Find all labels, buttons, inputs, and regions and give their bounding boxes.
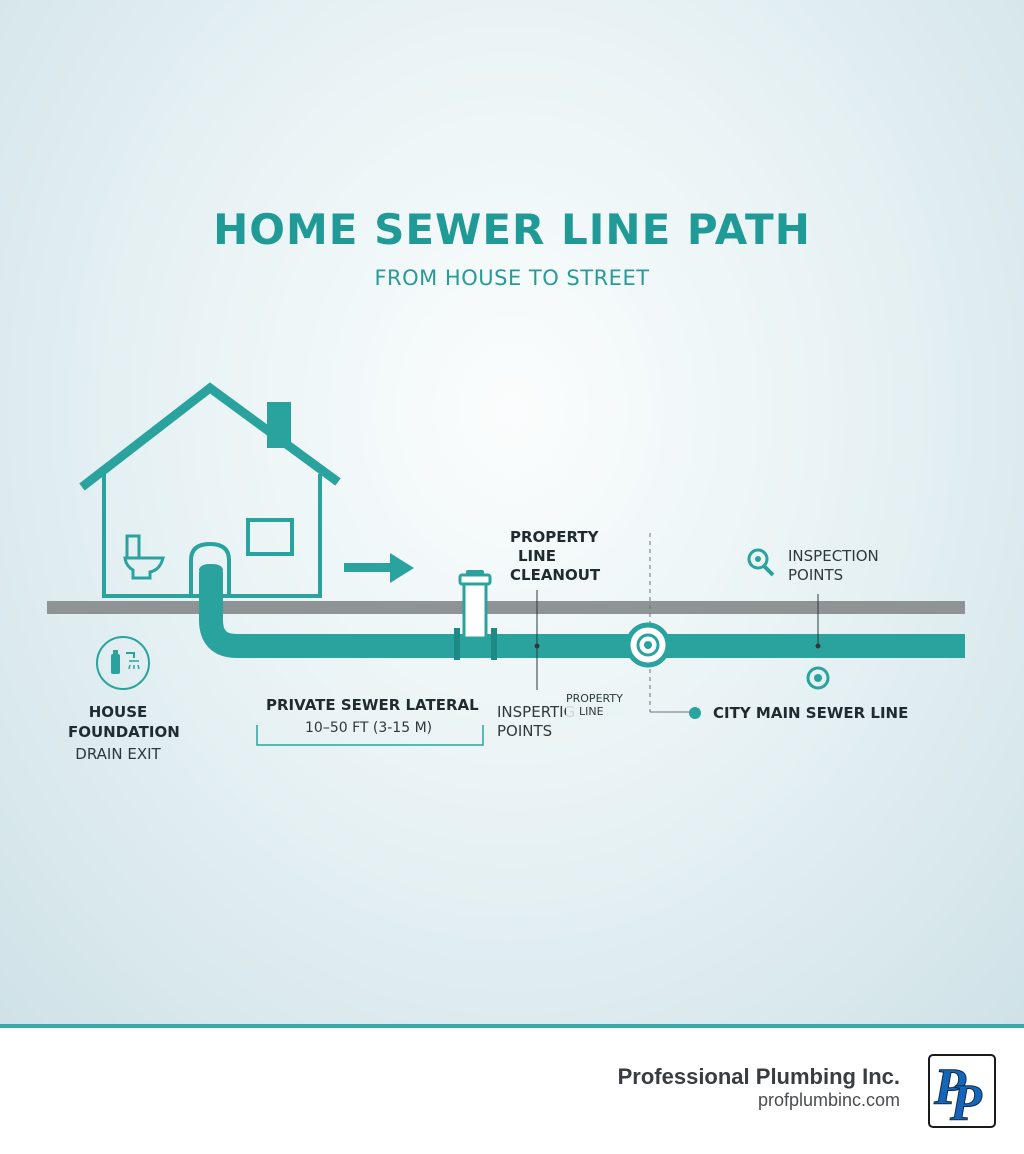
sewer-diagram xyxy=(47,382,965,746)
lateral-bracket xyxy=(256,725,484,746)
arrow-right-icon xyxy=(344,553,414,583)
foundation-drain-icon xyxy=(96,636,150,690)
company-name: Professional Plumbing Inc. xyxy=(617,1064,900,1089)
sewer-pipe xyxy=(199,572,965,658)
city-main-dot xyxy=(689,707,701,719)
svg-text:P: P xyxy=(933,1059,967,1116)
drain-arch xyxy=(189,541,231,596)
toilet-icon xyxy=(123,534,165,580)
inspection-points-label: INSPECTION POINTS xyxy=(788,547,879,585)
house-foundation-label: HOUSE FOUNDATION xyxy=(68,702,180,742)
magnifier-icon xyxy=(747,548,775,577)
target-icon-small xyxy=(806,666,830,690)
inspecting-label-line: INSPERTIG xyxy=(497,703,576,721)
lateral-title-label: PRIVATE SEWER LATERAL xyxy=(266,696,479,714)
cleanout-icon xyxy=(458,570,492,640)
ground-line xyxy=(47,601,965,614)
company-website: profplumbinc.com xyxy=(757,1090,900,1110)
company-logo: P P xyxy=(928,1054,996,1130)
background-panel xyxy=(0,0,1024,1024)
cleanout-label-line: CLEANOUT xyxy=(510,566,601,584)
cleanout-label-line: LINE xyxy=(518,547,556,565)
drain-exit-label: DRAIN EXIT xyxy=(75,745,161,763)
footer xyxy=(0,1028,1024,1154)
svg-text:P: P xyxy=(949,1075,983,1130)
inspecting-points-label: INSPERTIG POINTS xyxy=(497,703,575,741)
property-line-small-label: PROPERTY LINE xyxy=(566,692,623,718)
property-line-cleanout-label: PROPERTY LINE CLEANOUT xyxy=(510,528,600,585)
pipe-collar xyxy=(454,628,460,660)
city-main-sewer-label: CITY MAIN SEWER LINE xyxy=(713,704,909,722)
inspection-label-line: INSPECTION xyxy=(788,547,879,565)
inspecting-label-line: POINTS xyxy=(497,722,553,740)
foundation-label-line: FOUNDATION xyxy=(68,723,180,741)
foundation-label-line: HOUSE xyxy=(88,703,148,721)
lateral-length-label: 10–50 FT (3-15 M) xyxy=(305,720,433,736)
property-small-line: LINE xyxy=(579,705,604,718)
window-icon xyxy=(246,518,294,556)
page-subtitle: FROM HOUSE TO STREET xyxy=(374,266,650,290)
page-title: HOME SEWER LINE PATH xyxy=(213,205,811,254)
cleanout-label-line: PROPERTY xyxy=(510,528,599,546)
inspection-label-line: POINTS xyxy=(788,566,844,584)
target-icon xyxy=(625,622,671,668)
property-small-line: PROPERTY xyxy=(566,692,623,705)
pipe-collar xyxy=(491,628,497,660)
footer-accent-bar xyxy=(0,1024,1024,1028)
